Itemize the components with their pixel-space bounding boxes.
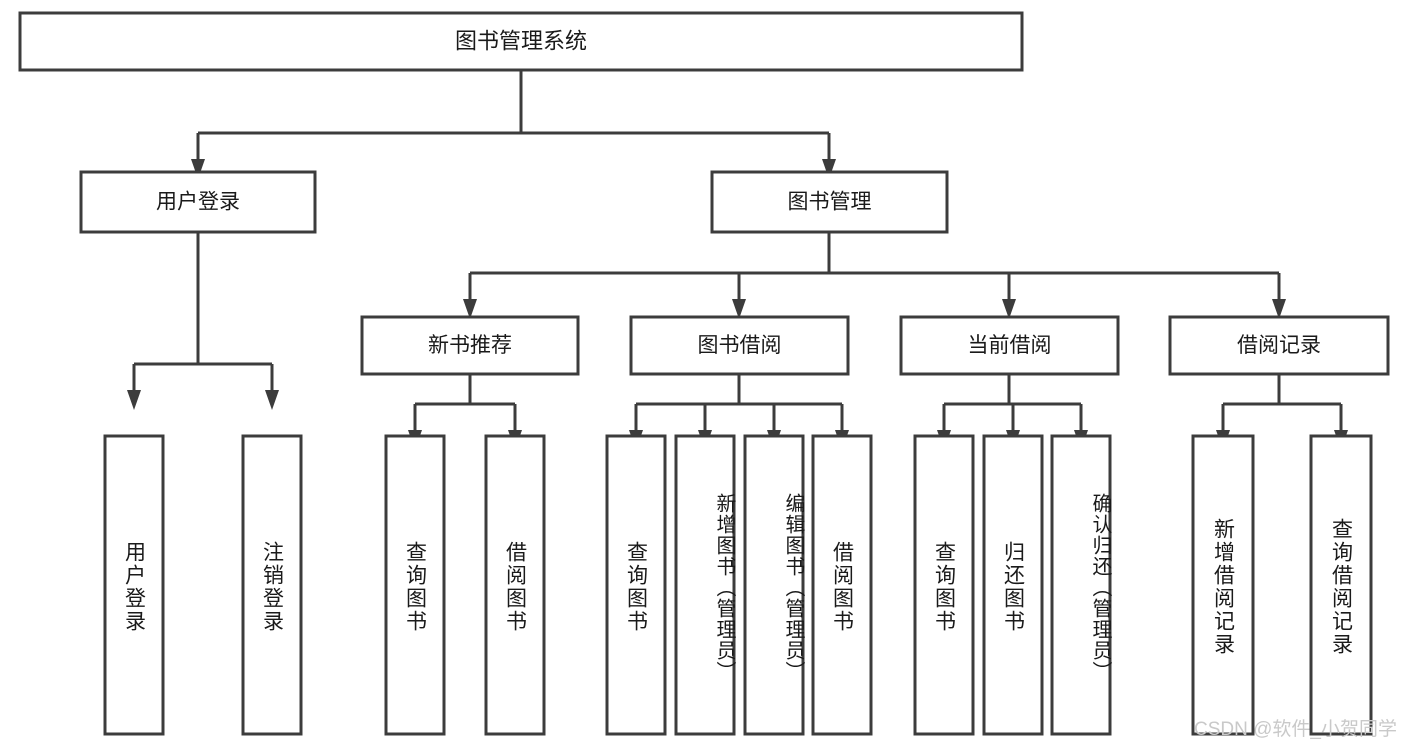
arrow-head-icon [127,390,141,410]
leaf-node-box[interactable] [384,434,446,736]
leaf-node-box[interactable] [1309,434,1373,736]
arrow-head-icon [191,159,205,179]
edge-group-user_login_to_leaves [127,232,279,410]
leaf-node-box[interactable] [103,434,165,736]
level3-node-box[interactable] [899,315,1120,376]
level3-node-box[interactable] [629,315,850,376]
arrow-head-icon [732,299,746,319]
leaf-node-box[interactable] [484,434,546,736]
level3-node-box[interactable] [360,315,580,376]
arrow-head-icon [1002,299,1016,319]
node-leaf-query-book-current[interactable] [913,434,975,736]
node-user-login[interactable] [79,170,317,234]
edge-group-level2_to_level3 [463,232,1286,319]
node-current-borrow[interactable] [899,315,1120,376]
node-borrow-record[interactable] [1168,315,1390,376]
level3-node-label: 图书借阅 [698,334,782,357]
node-book-borrow[interactable] [629,315,850,376]
node-leaf-user-login[interactable] [103,434,165,736]
node-new-book-recommend[interactable] [360,315,580,376]
leaf-node-box[interactable] [674,434,736,736]
arrow-head-icon [1272,299,1286,319]
arrow-head-icon [822,159,836,179]
level3-node-label: 新书推荐 [428,334,512,357]
node-leaf-edit-book[interactable] [743,434,805,736]
arrow-head-icon [265,390,279,410]
edge-group-root_to_level2 [191,70,836,179]
node-book-manage[interactable] [710,170,949,234]
boxes-layer [18,11,1390,736]
leaf-node-box[interactable] [1191,434,1255,736]
node-leaf-confirm-return[interactable] [1050,434,1112,736]
leaf-node-box[interactable] [605,434,667,736]
node-leaf-add-borrow-record[interactable] [1191,434,1255,736]
node-leaf-query-book-borrow[interactable] [605,434,667,736]
csdn-watermark: CSDN @软件_小贺同学 [1194,719,1397,740]
leaf-node-box[interactable] [811,434,873,736]
level2-node-label: 图书管理 [788,191,872,214]
leaf-node-box[interactable] [913,434,975,736]
level2-node-box[interactable] [79,170,317,234]
node-leaf-borrow-book[interactable] [811,434,873,736]
root-node-label: 图书管理系统 [455,28,587,53]
level2-node-label: 用户登录 [156,191,240,214]
node-leaf-logout[interactable] [241,434,303,736]
node-leaf-borrow-book-recommend[interactable] [484,434,546,736]
node-leaf-query-borrow-record[interactable] [1309,434,1373,736]
edges-layer [127,70,1348,450]
level3-node-label: 当前借阅 [968,334,1052,357]
root-node-box[interactable] [18,11,1024,72]
leaf-node-box[interactable] [743,434,805,736]
leaf-node-box[interactable] [1050,434,1112,736]
leaf-node-box[interactable] [982,434,1044,736]
node-leaf-add-book[interactable] [674,434,736,736]
node-root[interactable] [18,11,1024,72]
level3-node-box[interactable] [1168,315,1390,376]
arrow-head-icon [463,299,477,319]
node-leaf-return-book[interactable] [982,434,1044,736]
level3-node-label: 借阅记录 [1237,334,1321,357]
level2-node-box[interactable] [710,170,949,234]
leaf-node-box[interactable] [241,434,303,736]
node-leaf-query-book-recommend[interactable] [384,434,446,736]
